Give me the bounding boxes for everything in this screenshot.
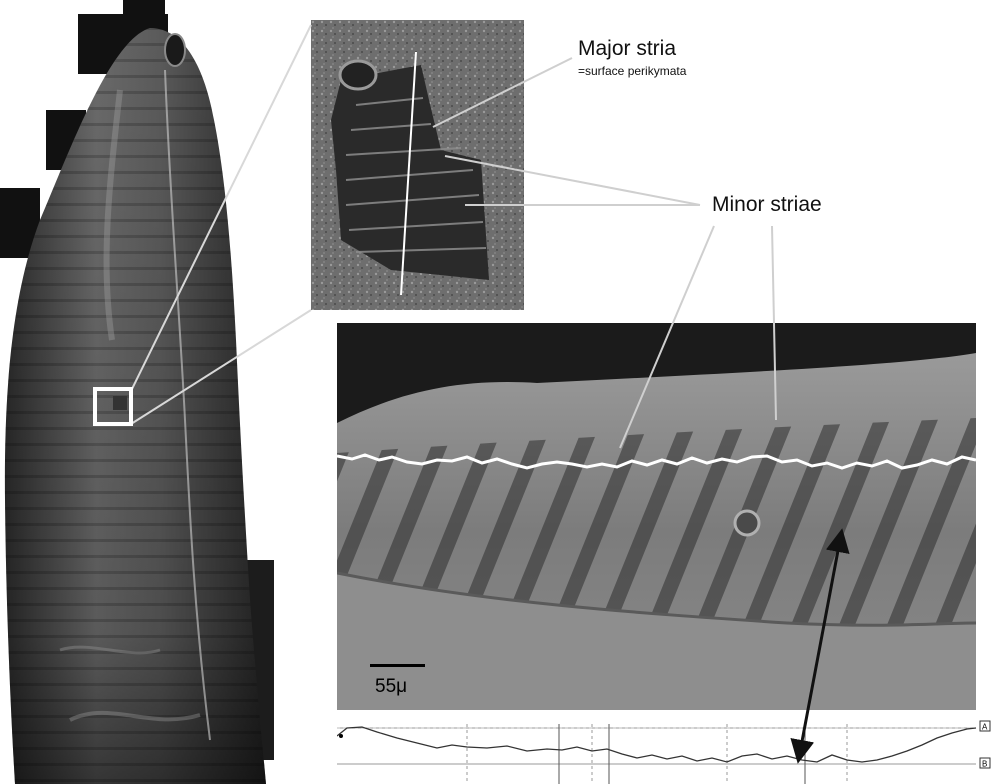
- major-stria-label: Major stria: [578, 37, 677, 60]
- profile-plot: A B: [337, 718, 991, 784]
- major-stria-leader: [432, 57, 573, 128]
- minor-striae-leader-3: [619, 225, 715, 449]
- minor-striae-leader-1: [444, 155, 701, 206]
- surface-3d-image: [337, 323, 976, 710]
- zoom-region-box: [93, 387, 133, 426]
- minor-striae-label: Minor striae: [712, 193, 822, 216]
- tooth-crown-image: [0, 0, 275, 784]
- correspondence-arrow: [790, 528, 850, 764]
- profile-marker-a: A: [982, 723, 988, 732]
- major-stria-sublabel: =surface perikymata: [578, 64, 687, 78]
- scale-bar-label: 55μ: [375, 676, 408, 697]
- zoom-callout-lines: [130, 24, 312, 425]
- minor-striae-leader-4: [771, 225, 777, 421]
- profile-marker-b: B: [982, 760, 987, 769]
